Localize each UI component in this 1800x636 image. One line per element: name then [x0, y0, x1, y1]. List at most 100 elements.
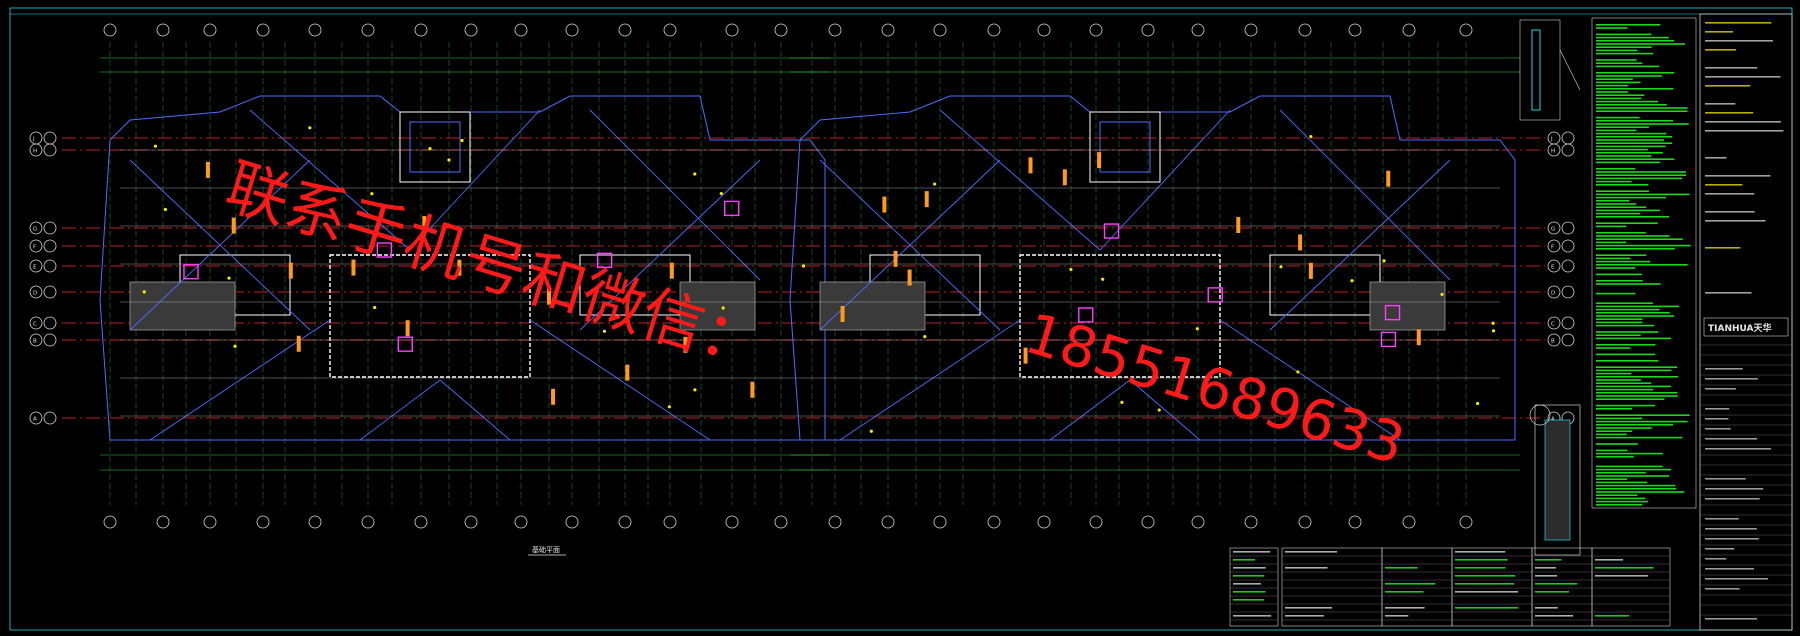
column-mark	[840, 306, 845, 323]
note-line	[1596, 65, 1660, 68]
diagonal-beam	[1269, 159, 1451, 331]
note-line	[1596, 305, 1680, 308]
title-block-text	[1705, 40, 1773, 42]
row-axis-bubble	[29, 316, 43, 330]
bottom-axis-bubbles	[103, 515, 1473, 529]
row-axis-label: B	[33, 339, 37, 345]
note-line	[1596, 129, 1637, 132]
axis-bubble	[464, 23, 478, 37]
note-line	[1596, 465, 1663, 468]
axis-bubble	[1459, 23, 1473, 37]
table-text-line	[1285, 607, 1332, 609]
table-text-line	[1233, 599, 1264, 601]
note-line	[1596, 308, 1660, 311]
table-text-line	[1455, 575, 1516, 577]
axis-bubble	[1089, 515, 1103, 529]
pile-cap	[397, 336, 413, 352]
note-line	[1596, 180, 1632, 183]
point-mark	[1157, 408, 1161, 412]
note-line	[1596, 59, 1637, 61]
row-axis-label: F	[33, 245, 36, 251]
title-block-text	[1705, 85, 1751, 87]
note-line	[1596, 43, 1685, 45]
column-mark	[1023, 347, 1028, 364]
column-mark	[924, 191, 929, 208]
axis-bubble	[1348, 23, 1362, 37]
table-text-line	[1455, 551, 1506, 553]
column-mark	[457, 259, 462, 276]
table-text-line	[1455, 591, 1519, 593]
note-line	[1596, 436, 1683, 439]
title-block-text	[1705, 76, 1781, 78]
table-text-line	[1595, 567, 1654, 569]
point-mark	[233, 344, 237, 348]
table-text-line	[1385, 583, 1436, 585]
diagonal-beam	[129, 159, 311, 331]
column-mark	[1062, 169, 1067, 186]
point-mark	[1382, 259, 1386, 263]
detail-line	[1559, 49, 1581, 91]
note-line	[1596, 321, 1643, 324]
pile-cap	[724, 200, 740, 217]
axis-bubble	[256, 515, 270, 529]
point-mark	[142, 290, 146, 294]
note-line	[1596, 488, 1677, 490]
bottom-tables	[1229, 22, 1792, 627]
table-text-line	[1455, 583, 1514, 585]
note-line	[1596, 145, 1666, 148]
axis-bubble	[1037, 23, 1051, 37]
note-line	[1596, 420, 1688, 423]
table-text-line	[1595, 615, 1629, 617]
point-mark	[1491, 321, 1495, 325]
note-line	[1596, 452, 1663, 455]
column-mark	[405, 320, 410, 337]
note-line	[1596, 388, 1653, 391]
row-axis-bubble	[43, 333, 57, 347]
column-mark	[422, 216, 427, 233]
note-line	[1596, 347, 1631, 349]
title-block-text	[1705, 538, 1759, 540]
title-block-text	[1705, 428, 1731, 430]
table-text-line	[1285, 615, 1324, 617]
pile-cap	[183, 264, 199, 280]
axis-bubble	[1089, 23, 1103, 37]
note-line	[1596, 404, 1656, 407]
title-block-text	[1705, 31, 1734, 33]
row-axis-bubble	[1561, 259, 1575, 273]
row-axis-label: A	[1551, 417, 1555, 423]
row-axis-bubble	[29, 221, 43, 235]
point-mark	[163, 207, 167, 212]
diagonal-beam	[1049, 379, 1131, 441]
hatched-slab	[129, 281, 236, 331]
axis-bubble	[256, 23, 270, 37]
row-axis-label: E	[33, 265, 37, 271]
point-mark	[693, 388, 697, 392]
table-frame	[1229, 547, 1279, 627]
note-line	[1596, 196, 1666, 199]
diagonal-beam	[1279, 109, 1451, 281]
hatched-slab	[819, 281, 926, 331]
row-axis-bubble	[29, 333, 43, 347]
table-text-line	[1455, 607, 1519, 609]
row-axis-bubble	[1547, 333, 1561, 347]
axis-bubble	[361, 23, 375, 37]
axis-bubble	[464, 515, 478, 529]
row-axis-bubble	[1561, 316, 1575, 330]
axis-bubble	[414, 23, 428, 37]
point-mark	[1279, 265, 1283, 269]
pile-cap	[1384, 304, 1401, 321]
note-line	[1596, 139, 1665, 141]
note-line	[1596, 267, 1636, 269]
note-line	[1596, 174, 1687, 176]
row-axis-bubble	[29, 285, 43, 299]
note-line	[1596, 292, 1636, 295]
axis-bubble	[1191, 23, 1205, 37]
note-line	[1596, 225, 1627, 228]
title-block-text	[1705, 292, 1752, 294]
axis-bubble	[828, 23, 842, 37]
note-line	[1596, 100, 1658, 103]
note-line	[1596, 232, 1646, 234]
title-block-text	[1705, 578, 1769, 580]
note-line	[1596, 152, 1663, 154]
